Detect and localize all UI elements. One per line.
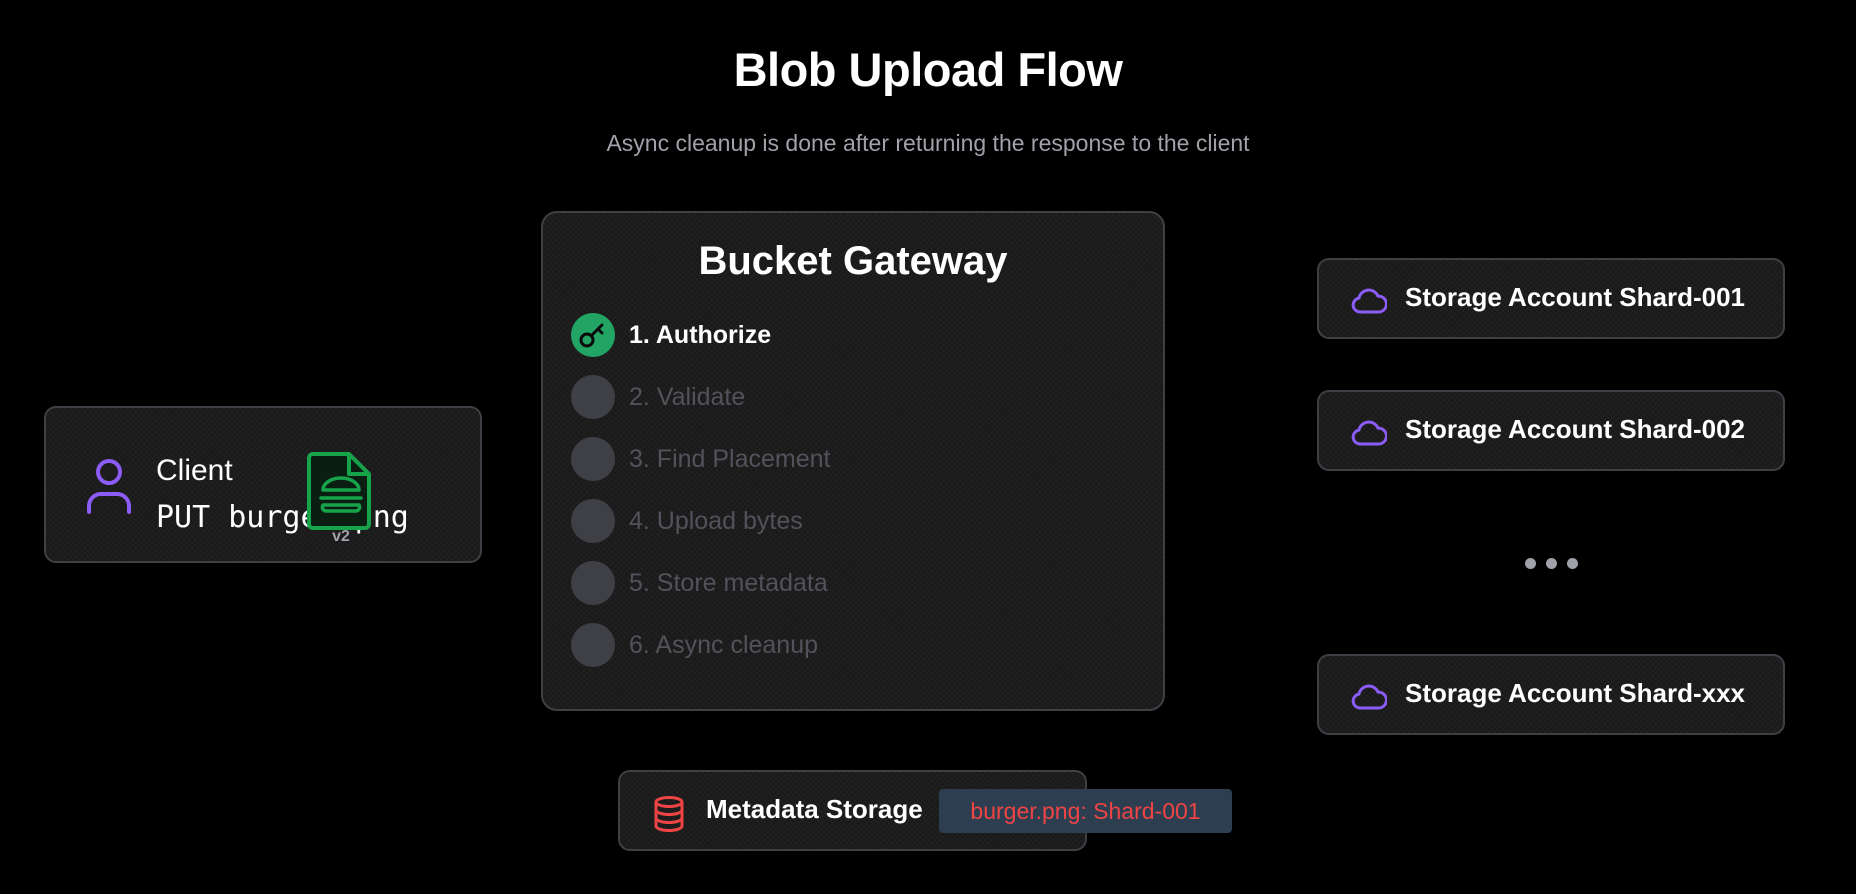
step-label: 6. Async cleanup (629, 631, 819, 659)
cloud-icon (1351, 419, 1388, 452)
burger-file-icon (307, 452, 375, 534)
diagram-subtitle: Async cleanup is done after returning th… (606, 130, 1250, 156)
shard-label: Storage Account Shard-002 (1405, 414, 1746, 444)
user-icon (86, 458, 132, 519)
step-async-cleanup: 6. Async cleanup (571, 623, 1131, 685)
step-indicator (571, 623, 615, 667)
shard-label: Storage Account Shard-xxx (1405, 678, 1746, 708)
client-name: Client (156, 454, 233, 487)
step-label: 3. Find Placement (629, 445, 831, 473)
cloud-icon (1351, 287, 1388, 320)
step-indicator (571, 437, 615, 481)
storage-shard-002: Storage Account Shard-002 (1317, 390, 1785, 471)
key-icon (579, 323, 604, 348)
step-store-metadata: 5. Store metadata (571, 561, 1131, 623)
metadata-label: Metadata Storage (706, 794, 923, 824)
gateway-title: Bucket Gateway (698, 239, 1008, 283)
more-shards-ellipsis (1520, 556, 1584, 576)
database-icon (653, 796, 685, 837)
step-indicator (571, 375, 615, 419)
step-label: 4. Upload bytes (629, 507, 803, 535)
bucket-gateway-box: Bucket Gateway 1. Authorize 2. Validate (541, 211, 1165, 711)
storage-shard-xxx: Storage Account Shard-xxx (1317, 654, 1785, 735)
step-label: 2. Validate (629, 383, 746, 411)
diagram-title: Blob Upload Flow (733, 43, 1123, 96)
step-authorize: 1. Authorize (571, 313, 1131, 375)
step-validate: 2. Validate (571, 375, 1131, 437)
gateway-steps: 1. Authorize 2. Validate 3. Find Placeme… (571, 313, 1131, 685)
cloud-icon (1351, 683, 1388, 716)
step-indicator (571, 561, 615, 605)
metadata-record: burger.png: Shard-001 (939, 789, 1232, 833)
step-find-placement: 3. Find Placement (571, 437, 1131, 499)
file-version: v2 (332, 528, 350, 545)
step-label: 5. Store metadata (629, 569, 828, 597)
step-indicator-active (571, 313, 615, 357)
step-label: 1. Authorize (629, 321, 772, 349)
step-upload-bytes: 4. Upload bytes (571, 499, 1131, 561)
shard-label: Storage Account Shard-001 (1405, 282, 1746, 312)
client-box: Client PUT burger.png (44, 406, 482, 563)
step-indicator (571, 499, 615, 543)
file-badge: v2 (307, 450, 375, 550)
storage-shard-001: Storage Account Shard-001 (1317, 258, 1785, 339)
